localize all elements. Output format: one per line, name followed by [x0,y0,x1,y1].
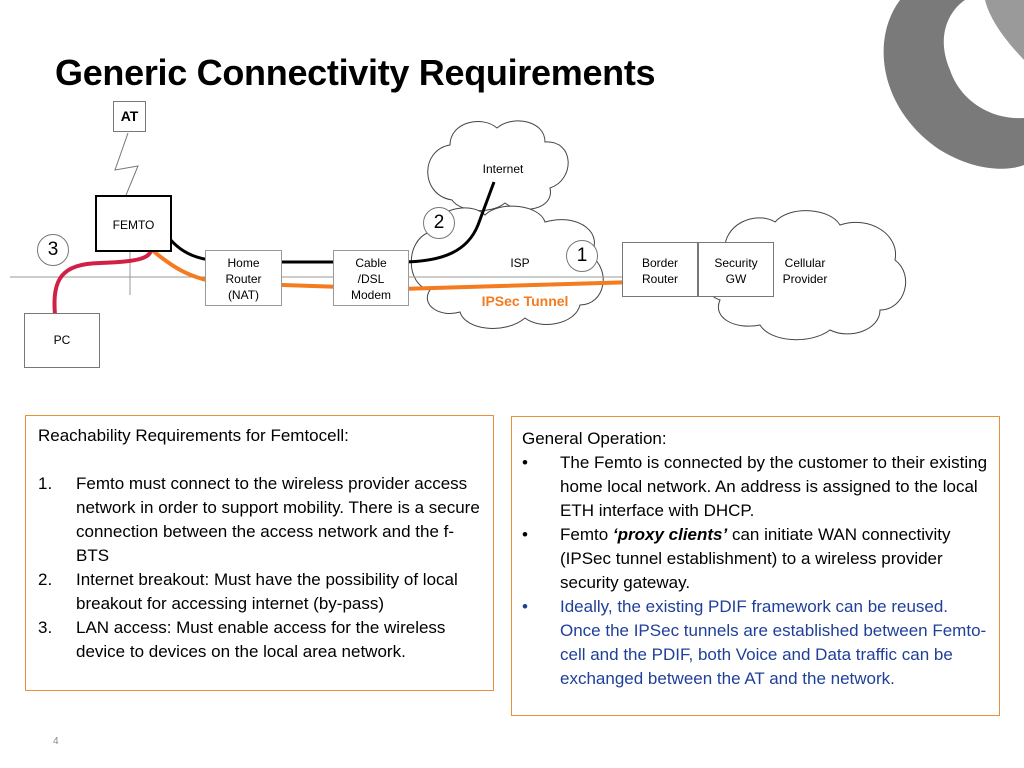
home-router-box: Home Router (NAT) [205,250,282,306]
wireless-link-icon [114,132,139,201]
operation-item-text: The Femto is connected by the customer t… [560,453,988,520]
operation-panel: General Operation: • The Femto is connec… [511,416,1000,716]
operation-item: • Ideally, the existing PDIF framework c… [522,595,991,691]
reachability-item: 2. Internet breakout: Must have the poss… [38,568,485,616]
list-marker: 1. [38,474,53,493]
ipsec-tunnel-label: IPSec Tunnel [481,293,569,309]
border-router-line-1: Border [641,256,679,270]
border-router-box: Border Router [622,242,698,297]
operation-item-text-pre: Femto [560,525,613,544]
pc-label: PC [53,333,71,347]
at-box: AT [113,101,146,132]
operation-item-text: Ideally, the existing PDIF framework can… [560,597,987,688]
modem-line-3: Modem [350,288,391,302]
reachability-item: 3. LAN access: Must enable access for th… [38,616,485,664]
internet-cloud [427,120,569,211]
page-number: 4 [53,736,59,747]
operation-list: • The Femto is connected by the customer… [522,451,991,691]
operation-heading: General Operation: [522,429,667,448]
lan-cable [52,241,153,316]
security-gw-box: Security GW [698,242,774,297]
list-item-text: LAN access: Must enable access for the w… [76,618,446,661]
proxy-clients-emphasis: ‘proxy clients’ [612,525,728,544]
femto-label: FEMTO [112,218,155,232]
marker-3: 3 [37,234,69,266]
modem-line-2: /DSL [357,272,385,286]
globe-logo-icon [883,0,1024,169]
operation-item-text-post: can initiate WAN connectivity (IPSec tun… [560,525,951,592]
list-item-text: Internet breakout: Must have the possibi… [76,570,458,613]
home-router-line-2: Router [225,272,262,286]
reachability-panel: Reachability Requirements for Femtocell:… [25,415,494,691]
marker-1: 1 [566,240,598,272]
reachability-list: 1. Femto must connect to the wireless pr… [38,472,485,664]
cellular-line-2: Provider [782,272,828,286]
operation-item: • The Femto is connected by the customer… [522,451,991,523]
bullet-marker: • [522,597,528,616]
security-gw-line-2: GW [725,272,747,286]
modem-line-1: Cable [355,256,387,270]
operation-item: • Femto ‘proxy clients’ can initiate WAN… [522,523,991,595]
page-title: Generic Connectivity Requirements [55,52,656,93]
border-router-line-2: Router [641,272,679,286]
pc-box: PC [24,313,100,368]
home-router-line-3: (NAT) [227,288,260,302]
home-router-line-1: Home [227,256,260,270]
bullet-marker: • [522,525,528,544]
list-marker: 3. [38,618,53,637]
internet-label: Internet [482,162,524,176]
reachability-item: 1. Femto must connect to the wireless pr… [38,472,485,568]
at-label: AT [120,108,139,124]
modem-box: Cable /DSL Modem [333,250,409,306]
femto-box: FEMTO [95,195,172,252]
security-gw-line-1: Security [714,256,758,270]
marker-2: 2 [423,207,455,239]
isp-label: ISP [510,256,530,270]
reachability-heading: Reachability Requirements for Femtocell: [38,426,349,445]
list-marker: 2. [38,570,53,589]
list-item-text: Femto must connect to the wireless provi… [76,474,480,565]
cellular-label: Cellular Provider [772,255,838,287]
bullet-marker: • [522,453,528,472]
cellular-line-1: Cellular [784,256,826,270]
